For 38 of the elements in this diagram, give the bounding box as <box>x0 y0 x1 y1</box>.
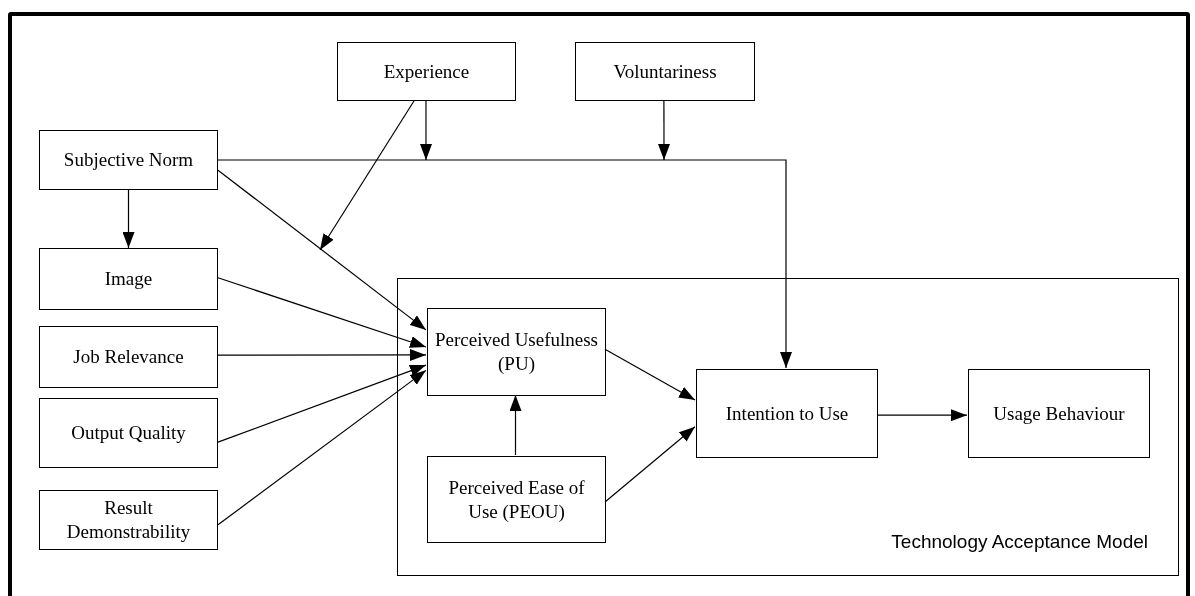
arrow <box>420 100 432 161</box>
concept-box <box>39 130 218 190</box>
concept-label: Perceived Usefulness (PU) <box>434 328 599 376</box>
concept-box <box>39 248 218 310</box>
arrow <box>658 100 670 161</box>
arrow <box>509 394 522 456</box>
concept-box <box>427 308 606 396</box>
arrow <box>319 100 415 251</box>
concept-box <box>39 398 218 468</box>
concept-box <box>427 456 606 543</box>
group-title: Technology Acceptance Model <box>891 532 1148 551</box>
arrow <box>604 426 696 503</box>
concept-label: Perceived Ease of Use (PEOU) <box>447 475 586 524</box>
concept-box <box>39 326 218 388</box>
arrow <box>122 189 135 249</box>
concept-label: Output Quality <box>71 421 186 445</box>
arrow <box>876 409 968 422</box>
concept-label: Job Relevance <box>73 345 184 369</box>
arrow <box>604 348 696 401</box>
concept-label: Subjective Norm <box>63 148 194 172</box>
concept-box <box>575 42 755 101</box>
concept-label: Usage Behaviour <box>993 401 1125 426</box>
concept-label: Result Demonstrability <box>65 496 192 544</box>
arrow <box>217 369 427 526</box>
arrow <box>217 348 427 361</box>
concept-label: Experience <box>383 59 470 84</box>
concept-label: Image <box>104 267 153 291</box>
concept-box <box>968 369 1150 458</box>
concept-box <box>337 42 516 101</box>
group-frame <box>397 278 1179 576</box>
concept-label: Voluntariness <box>613 59 717 84</box>
arrow <box>217 277 427 348</box>
concept-label: Intention to Use <box>725 401 849 426</box>
concept-box <box>696 369 878 458</box>
concept-box <box>39 490 218 550</box>
arrow <box>217 159 792 369</box>
arrow <box>217 364 427 443</box>
arrow <box>217 169 427 331</box>
